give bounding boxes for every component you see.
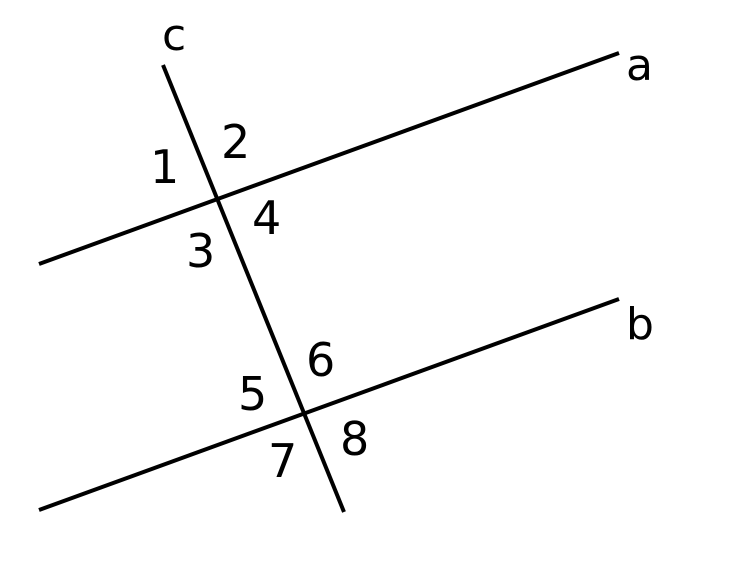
line-b (38, 297, 620, 512)
line-label-b: b (626, 299, 654, 350)
angle-label-1: 1 (150, 140, 179, 194)
angle-label-3: 3 (186, 224, 215, 278)
angle-label-5: 5 (238, 367, 267, 421)
angle-label-4: 4 (252, 191, 281, 245)
angle-label-6: 6 (306, 333, 335, 387)
angle-label-2: 2 (221, 115, 250, 169)
angle-label-7: 7 (268, 434, 297, 488)
line-c (161, 64, 346, 513)
line-label-c: c (162, 10, 186, 61)
line-label-a: a (626, 40, 653, 91)
angle-label-8: 8 (340, 412, 369, 466)
line-a (38, 51, 620, 266)
